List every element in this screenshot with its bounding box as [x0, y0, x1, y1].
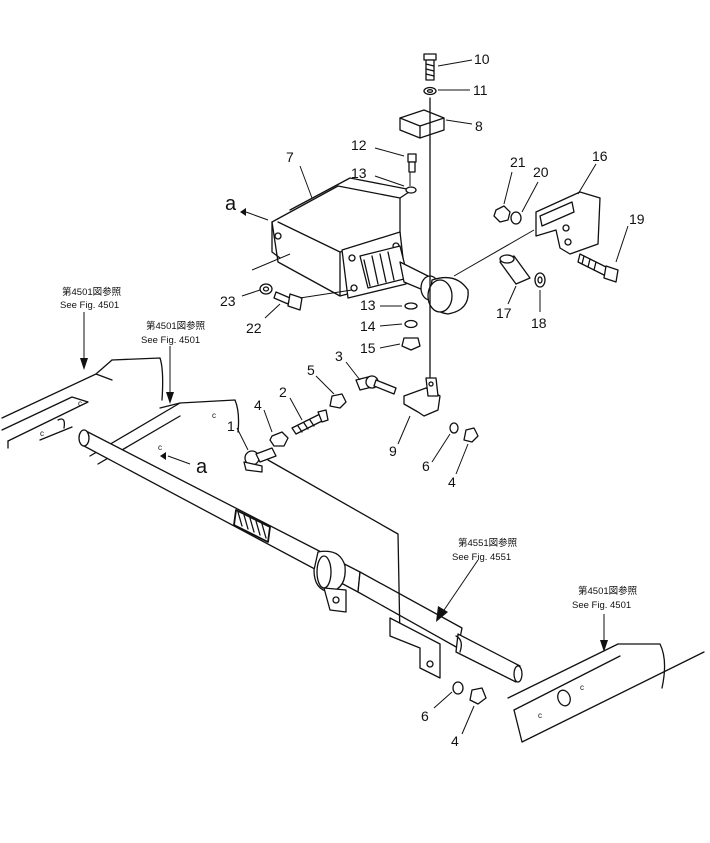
callout-9: 9 [389, 443, 397, 459]
callout-16: 16 [592, 148, 608, 164]
svg-text:c: c [212, 411, 216, 420]
svg-text:c: c [78, 399, 82, 408]
callout-23: 23 [220, 293, 236, 309]
ref-note-4501-left-en: See Fig. 4501 [60, 300, 119, 311]
ref-note-4501-mid-en: See Fig. 4501 [141, 335, 200, 346]
ref-note-4551-jp: 第4551図参照 [458, 537, 518, 549]
mounting-bracket [493, 191, 619, 283]
callout-10: 10 [474, 51, 490, 67]
callout-11: 11 [473, 82, 488, 98]
reference-arrows [80, 312, 608, 652]
callout-19: 19 [629, 211, 645, 227]
callout-13-upper: 13 [351, 165, 367, 181]
callout-13-lower: 13 [360, 297, 376, 313]
control-rod [78, 429, 523, 683]
view-marker-a-upper: a [225, 193, 237, 215]
callout-6-lower: 6 [421, 708, 429, 724]
lower-washer-stack [401, 302, 421, 351]
upper-bolt-stack [405, 153, 417, 194]
callout-20: 20 [533, 164, 549, 180]
callout-7: 7 [286, 149, 294, 165]
lower-support-bracket [267, 459, 441, 679]
view-marker-a-lower: a [196, 456, 208, 478]
callout-14: 14 [360, 318, 376, 334]
view-arrows [160, 208, 269, 465]
svg-text:c: c [158, 443, 162, 452]
callout-22: 22 [246, 320, 262, 336]
callout-2: 2 [279, 384, 287, 400]
svg-text:c: c [580, 683, 584, 692]
view-markers: a a [196, 193, 237, 478]
lower-clamp-assembly [403, 377, 487, 705]
ref-note-4501-right-en: See Fig. 4501 [572, 600, 631, 611]
callout-1: 1 [227, 418, 235, 434]
callout-18: 18 [531, 315, 547, 331]
left-frame-rail: c c [1, 357, 164, 449]
callout-12: 12 [351, 137, 367, 153]
callout-6-upper: 6 [422, 458, 430, 474]
callout-15: 15 [360, 340, 376, 356]
callout-4-middle: 4 [448, 474, 456, 490]
callout-8: 8 [475, 118, 483, 134]
switch-housing [271, 177, 469, 315]
assembly-guide-lines [251, 172, 535, 299]
callout-17: 17 [496, 305, 512, 321]
ball-joint-linkage [243, 375, 397, 473]
ref-note-4501-left-jp: 第4501図参照 [62, 286, 122, 298]
callout-numbers: 10 11 8 12 7 13 21 20 16 19 23 22 13 14 … [220, 51, 645, 749]
callout-leaders [236, 59, 629, 735]
callout-21: 21 [510, 154, 526, 170]
callout-5: 5 [307, 362, 315, 378]
svg-text:c: c [40, 429, 44, 438]
callout-3: 3 [335, 348, 343, 364]
small-bolt-and-washer [259, 283, 303, 311]
ref-note-4551-en: See Fig. 4551 [452, 552, 511, 563]
ref-note-4501-mid-jp: 第4501図参照 [146, 320, 206, 332]
callout-4-upper: 4 [254, 397, 262, 413]
svg-text:c: c [538, 711, 542, 720]
right-frame-rail: c c [507, 643, 705, 743]
ref-note-4501-right-jp: 第4501図参照 [578, 585, 638, 597]
spacer-and-washer [499, 254, 546, 288]
top-clamp-assembly [399, 53, 445, 381]
callout-4-lower: 4 [451, 733, 459, 749]
reference-notes: 第4501図参照 See Fig. 4501 第4501図参照 See Fig.… [60, 286, 638, 611]
